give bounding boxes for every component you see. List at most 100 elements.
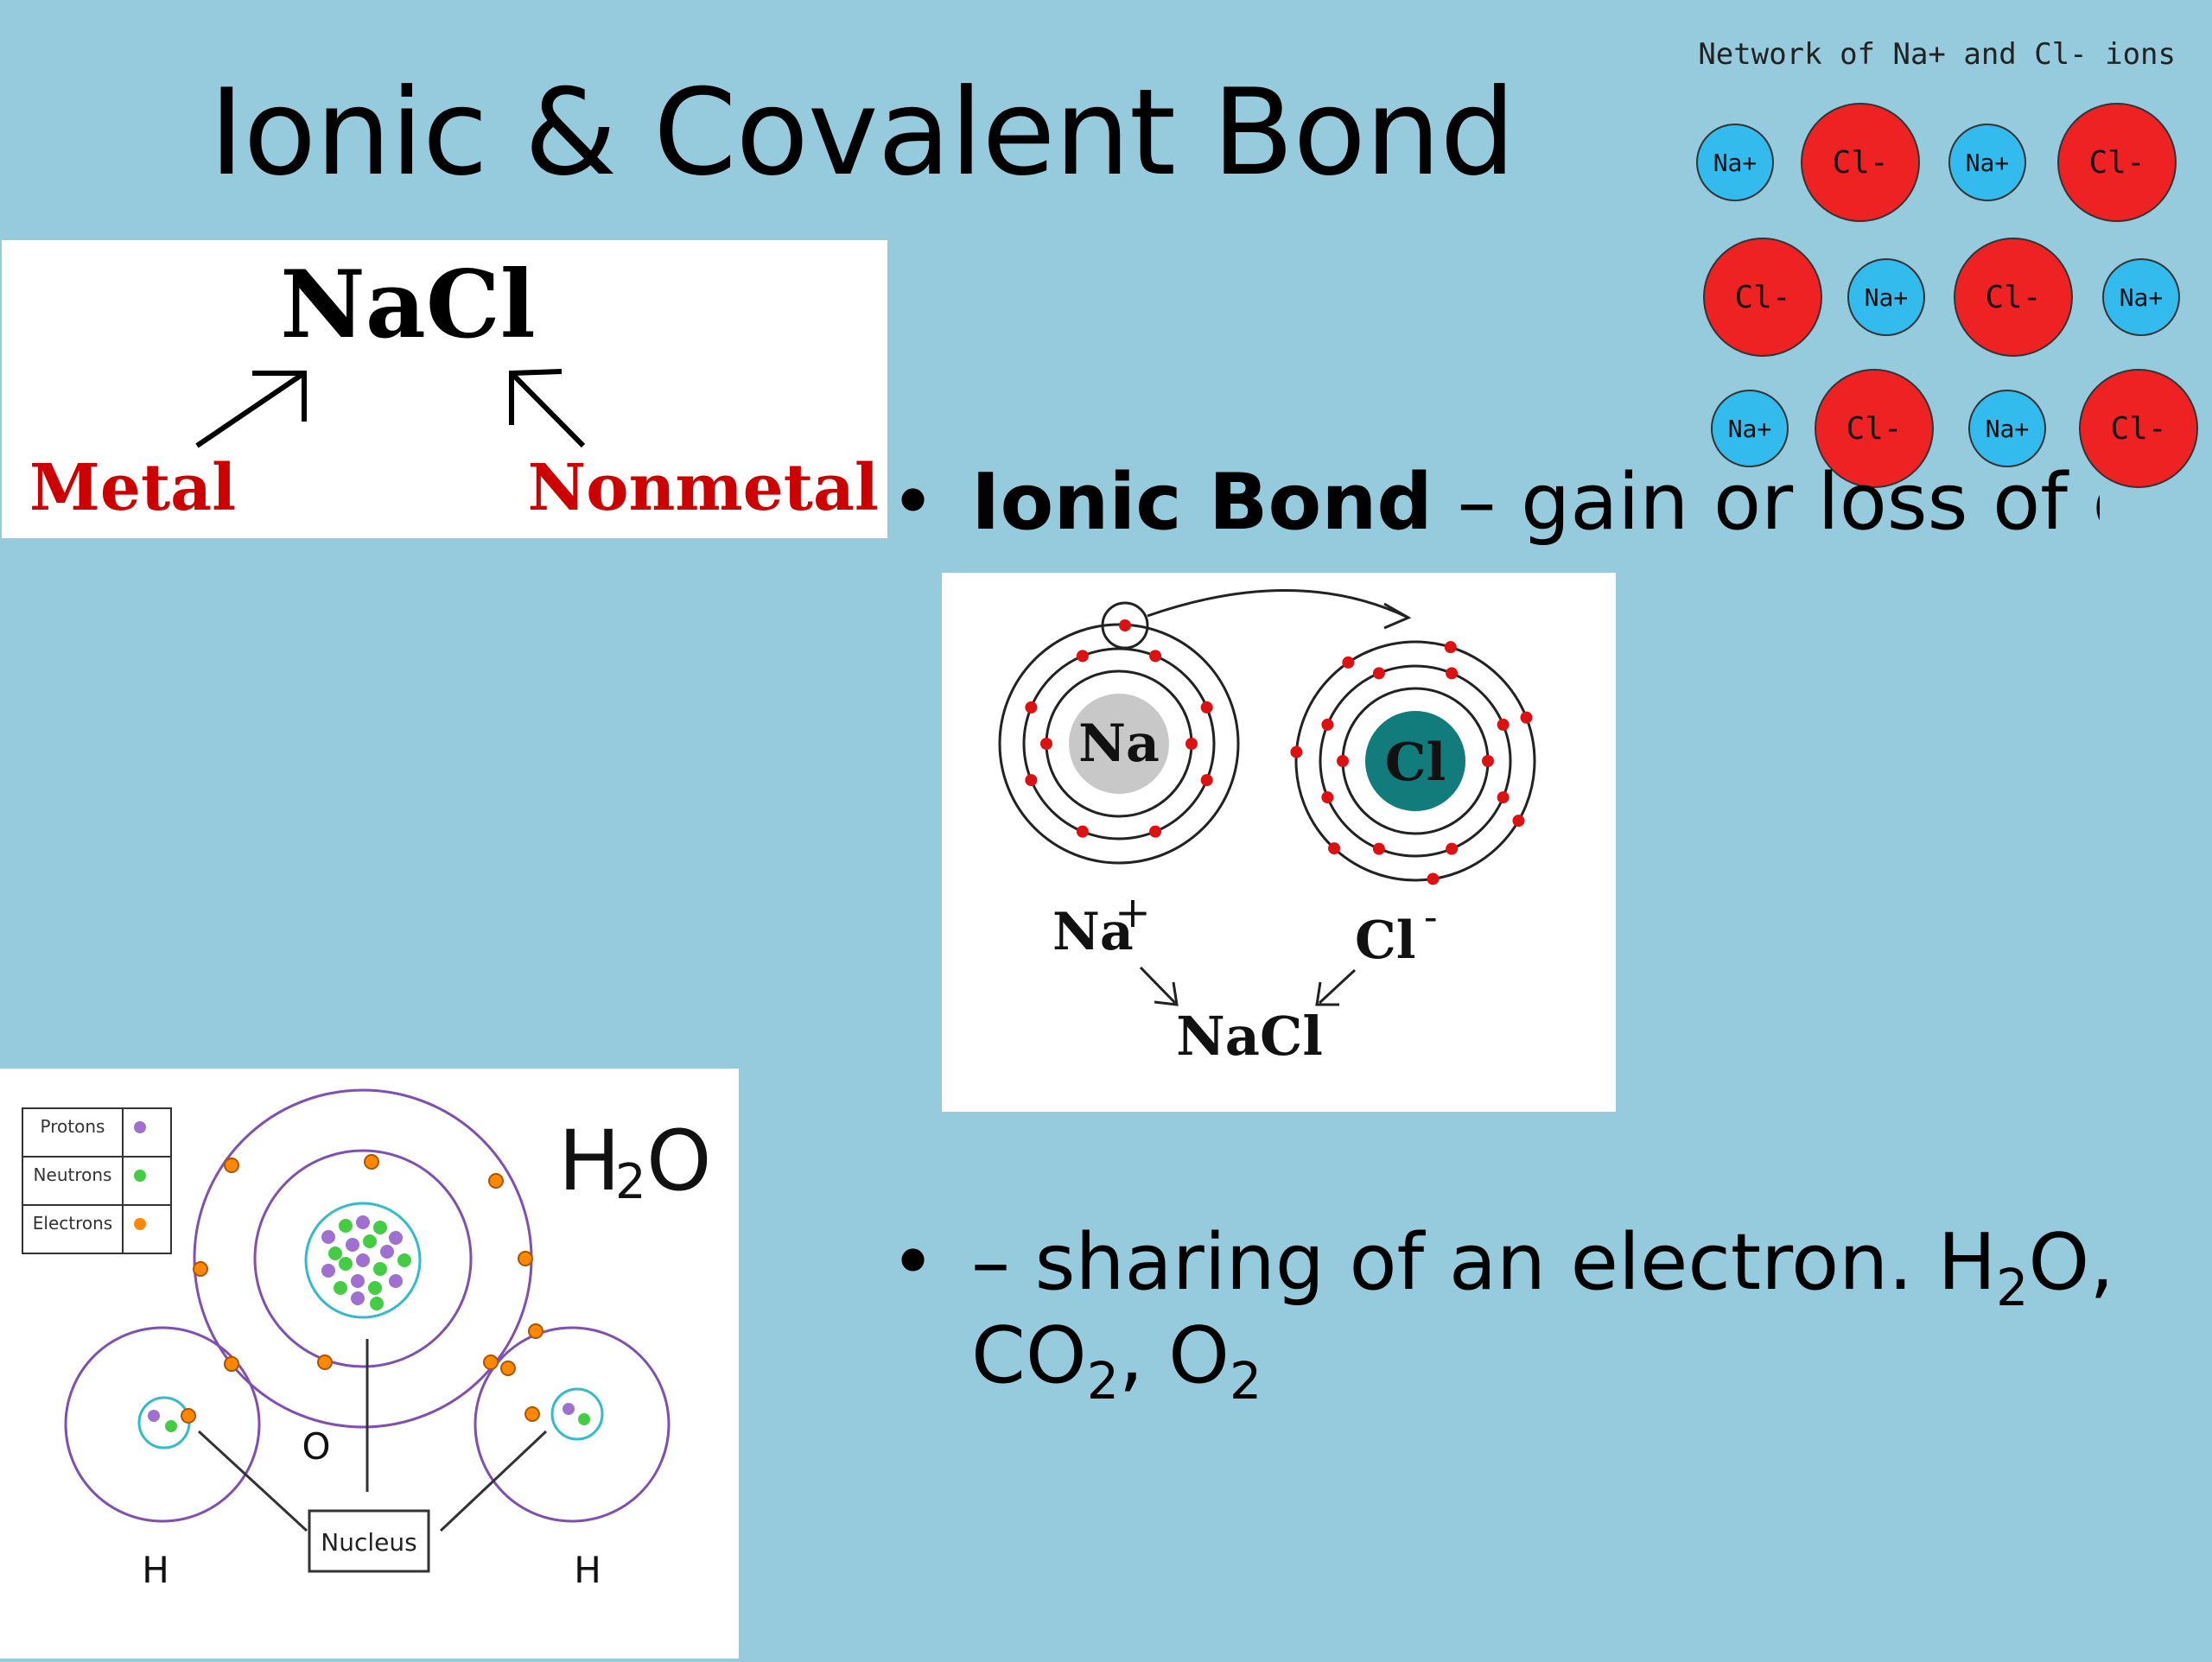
nucleon-dot	[351, 1291, 365, 1305]
bullet-dot: •	[890, 457, 937, 548]
sodium-symbol: Na	[1078, 714, 1160, 774]
electron-dot	[1497, 718, 1510, 731]
chlorine-nucleus	[1365, 711, 1465, 811]
ion-label: Cl-	[1985, 280, 2041, 315]
subscript: 2	[1996, 1259, 2029, 1317]
ionic-bond-term: Ionic Bond	[971, 457, 1433, 548]
arrow-up-right-icon	[195, 371, 307, 448]
electron-dot	[1185, 738, 1198, 750]
nonmetal-label: Nonmetal	[528, 451, 879, 525]
arrow-up-left-icon	[509, 369, 586, 448]
chloride-ion: Cl-	[1954, 238, 2073, 357]
arrow-down-right-icon	[1139, 966, 1179, 1006]
ionic-bond-description: – gain or loss of electron.	[1457, 457, 2100, 548]
legend-swatch	[134, 1121, 146, 1133]
covalent-bond-text: – sharing of an electron. H2O, CO2, O2	[971, 1216, 2146, 1406]
nucleon-dot	[373, 1221, 387, 1234]
ion-label: Na+	[1728, 415, 1772, 443]
electron-dot	[1200, 701, 1213, 714]
nucleon-dot	[356, 1215, 370, 1229]
electron-dots	[1025, 619, 1533, 885]
sodium-ion: Na+	[1847, 258, 1925, 336]
nucleon-dot	[321, 1230, 335, 1244]
electron-dot	[1444, 641, 1457, 654]
metal-label: Metal	[29, 451, 236, 525]
electron-dot	[1200, 774, 1213, 787]
sodium-ion-charge: +	[1115, 887, 1151, 937]
ion-grid: Na+Cl-Na+Cl-Cl-Na+Cl-Na+Na+Cl-Na+Cl-	[1696, 103, 2198, 488]
electron-dot	[1427, 872, 1440, 885]
subscript: 2	[1086, 1352, 1119, 1411]
bullet-dot: •	[890, 1217, 937, 1308]
chloride-ion: Cl-	[1703, 238, 1822, 357]
electron-dot	[224, 1158, 239, 1173]
ion-label: Na+	[1966, 149, 2010, 177]
electron-dot	[1497, 791, 1510, 804]
ionic-bond-bullet: • Ionic Bond – gain or loss of electron.	[890, 456, 2100, 553]
nucleon-dot	[339, 1219, 353, 1233]
legend-swatch	[134, 1218, 146, 1230]
chloride-ion: Cl-	[1801, 103, 1920, 222]
covalent-text-part: – sharing of an electron. H	[971, 1217, 1997, 1308]
legend-label: Protons	[41, 1116, 105, 1137]
hydrogen-atom-left	[64, 1326, 261, 1523]
electron-dot	[224, 1356, 239, 1372]
transferred-electron-ring	[1101, 601, 1149, 650]
hydrogen-atom-right	[474, 1326, 671, 1523]
electron-dot	[1025, 774, 1038, 787]
electron-dot	[518, 1251, 533, 1266]
nucleus-label-box	[308, 1509, 430, 1573]
chlorine-ion-charge: -	[1424, 893, 1438, 940]
nucleon-dot	[397, 1253, 411, 1267]
chloride-ion: Cl-	[2079, 369, 2198, 488]
nucleon-dot	[328, 1246, 342, 1260]
nacl-formula: NaCl	[280, 251, 536, 359]
nucleon-dot	[363, 1234, 377, 1248]
ion-label: Cl-	[2088, 145, 2145, 181]
covalent-bond-bullet: • – sharing of an electron. H2O, CO2, O2	[890, 1216, 2186, 1406]
nucleon-dot	[334, 1281, 347, 1295]
subscript: 2	[1229, 1352, 1262, 1411]
legend-label: Electrons	[33, 1213, 112, 1234]
electron-dot	[1149, 650, 1162, 663]
ion-label: Na+	[1865, 283, 1909, 312]
electron-dot	[1372, 842, 1385, 855]
ion-network-diagram: Network of Na+ and Cl- ions Na+ Cl- Na+ Cl-…	[1685, 26, 2212, 510]
nacl-formula-diagram: NaCl Metal Nonmetal	[29, 251, 879, 525]
electron-dot	[1446, 667, 1459, 680]
electron-dot	[181, 1408, 196, 1424]
hydrogen-left-label: H	[142, 1549, 169, 1591]
chlorine-symbol: Cl	[1385, 733, 1446, 793]
electron-dot	[488, 1173, 504, 1189]
ion-network-caption: Network of Na+ and Cl- ions	[1698, 37, 2176, 72]
nacl-formula-panel: NaCl Metal Nonmetal	[2, 240, 887, 538]
electron-dot	[1328, 842, 1341, 855]
nucleon-dot	[380, 1245, 394, 1259]
ionic-bond-text: Ionic Bond – gain or loss of electron.	[971, 456, 2100, 549]
sodium-ion: Na+	[1968, 390, 2046, 467]
electron-dot	[193, 1261, 208, 1277]
nucleon-dot	[321, 1264, 335, 1278]
oxygen-label: O	[302, 1425, 330, 1468]
transferred-electron	[1119, 619, 1131, 631]
electron-dot	[1076, 650, 1089, 663]
nucleon-dot	[339, 1257, 353, 1271]
nucleon-dot	[351, 1274, 365, 1288]
ion-label: Na+	[2120, 283, 2164, 312]
nacl-product-label: NaCl	[1176, 1005, 1323, 1068]
electron-dot	[1520, 711, 1533, 724]
nucleus-pointer-lines	[197, 1339, 548, 1532]
electron-dot	[1321, 718, 1334, 731]
water-formula-end: O	[646, 1113, 712, 1209]
sodium-atom: Na	[998, 623, 1240, 865]
ion-label: Na+	[1986, 415, 2030, 443]
electron-dot	[1342, 656, 1355, 669]
electron-dot	[524, 1406, 540, 1422]
slide-title: Ionic & Covalent Bond	[209, 63, 1516, 202]
electron-dot	[1290, 745, 1303, 758]
electron-dot	[1076, 825, 1089, 838]
nucleon-dot	[346, 1238, 359, 1252]
chlorine-ion-label: Cl	[1355, 910, 1416, 971]
oxygen-atom	[193, 1088, 533, 1429]
